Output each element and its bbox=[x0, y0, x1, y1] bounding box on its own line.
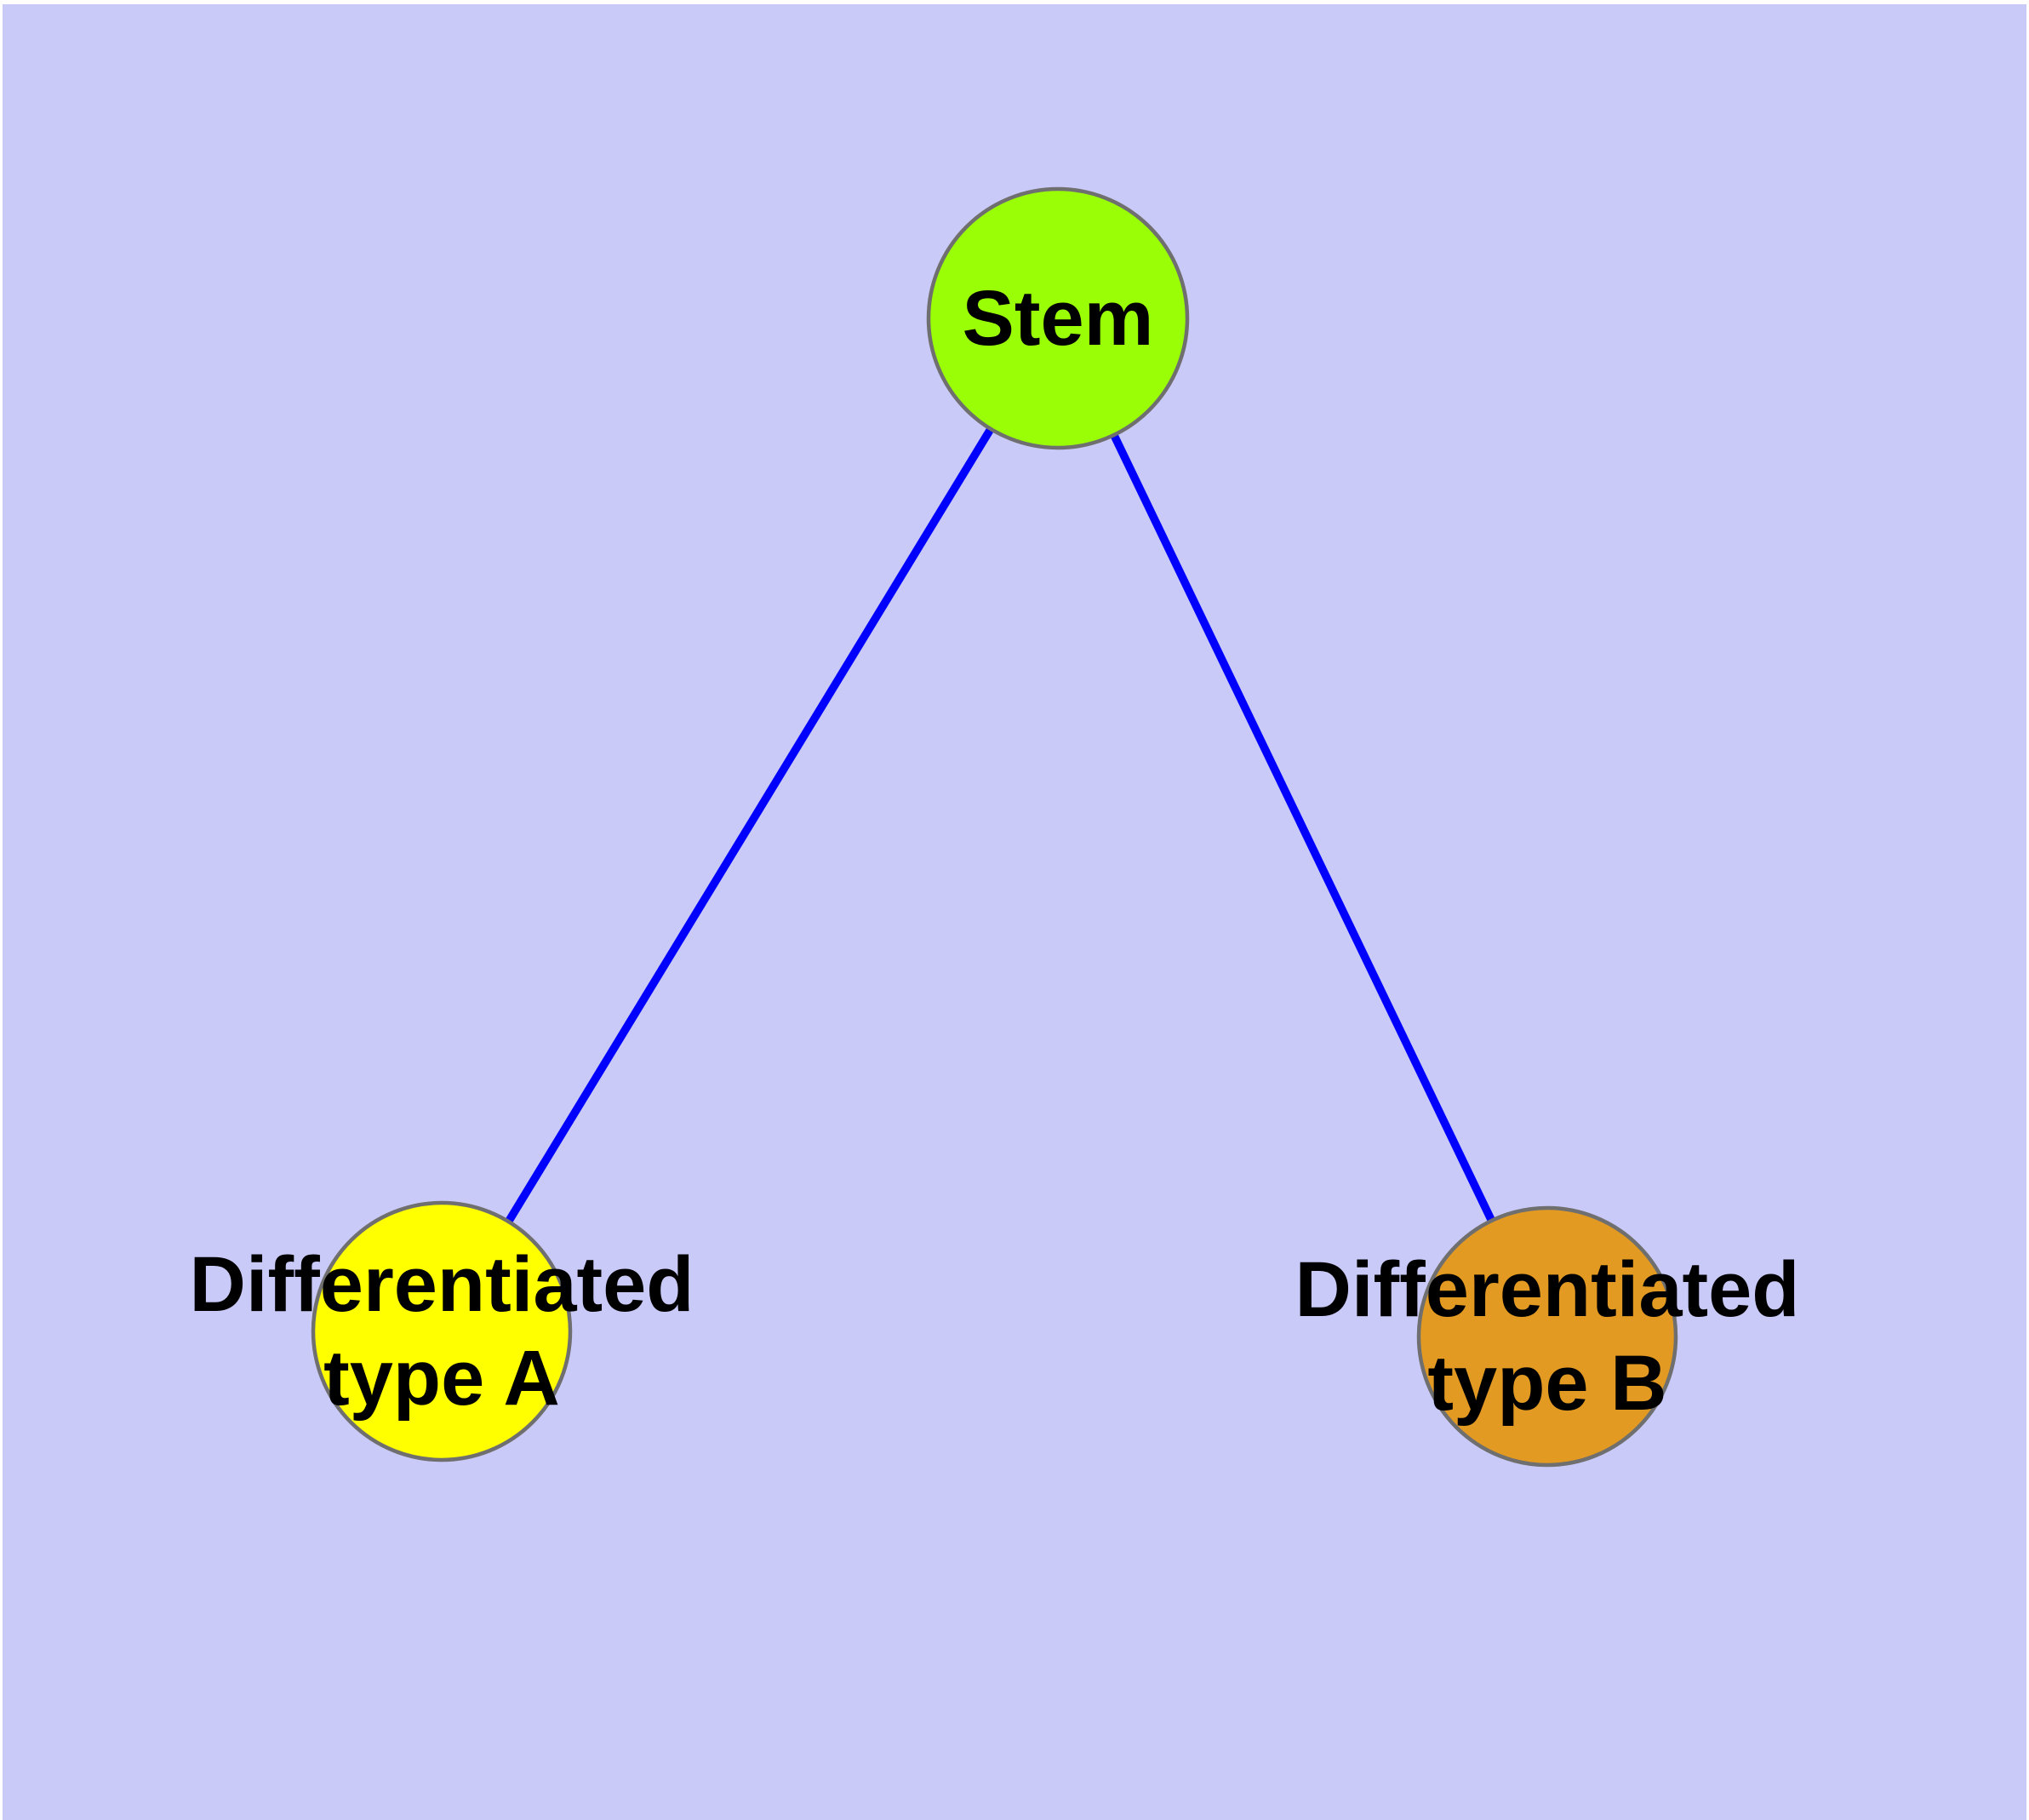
node-differentiated-type-a bbox=[311, 1200, 573, 1462]
edge-stem-to-differentiated-type-b bbox=[1054, 316, 1552, 1339]
node-differentiated-type-b bbox=[1416, 1205, 1678, 1468]
node-stem bbox=[926, 186, 1190, 450]
edge-stem-to-differentiated-type-a bbox=[437, 316, 1062, 1334]
